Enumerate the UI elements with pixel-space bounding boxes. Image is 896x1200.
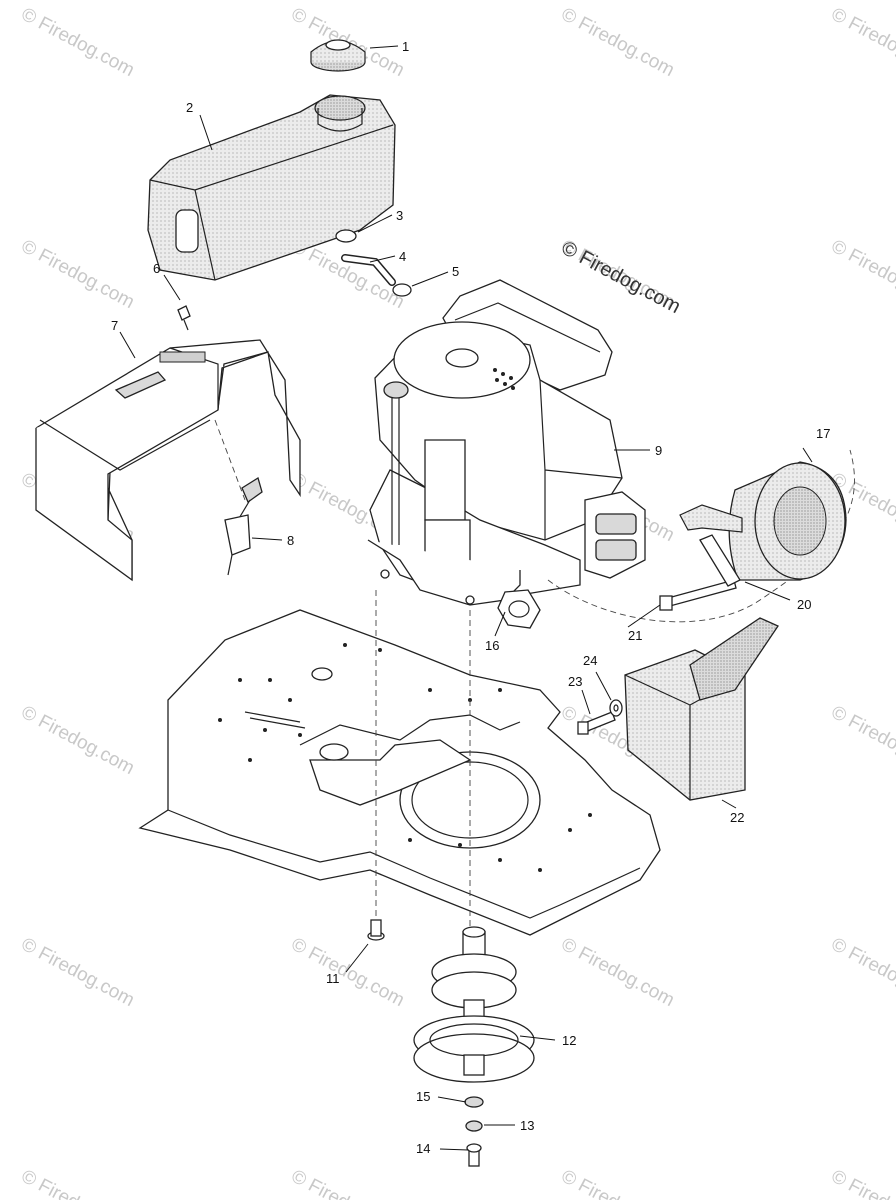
washer-24 xyxy=(609,699,623,717)
dash-panel xyxy=(35,339,301,582)
watermark-tile: © Firedog.com xyxy=(828,702,896,779)
washer-13 xyxy=(465,1120,483,1132)
callout-12: 12 xyxy=(562,1033,576,1048)
engine xyxy=(367,279,646,606)
fuel-tank xyxy=(147,94,396,281)
gasket xyxy=(497,589,541,629)
callout-11: 11 xyxy=(326,971,340,986)
callout-21: 21 xyxy=(628,628,642,643)
watermark-tile: © Firedog.com xyxy=(18,702,138,779)
callout-16: 16 xyxy=(485,638,499,653)
pulley xyxy=(413,926,535,1083)
callout-17: 17 xyxy=(816,426,830,441)
callout-4: 4 xyxy=(399,249,406,264)
watermark-tile: © Firedog.com xyxy=(288,1166,408,1200)
callout-6: 6 xyxy=(153,261,160,276)
firedog-watermark: © Firedog.com xyxy=(558,237,684,318)
heat-shield xyxy=(624,617,779,801)
fuel-line-assembly xyxy=(335,229,412,297)
callout-24: 24 xyxy=(583,653,597,668)
watermark-tile: © Firedog.com xyxy=(558,934,678,1011)
watermark-tile: © Firedog.com xyxy=(558,1166,678,1200)
callout-8: 8 xyxy=(287,533,294,548)
watermark-tile: © Firedog.com xyxy=(828,236,896,313)
mower-deck-plate xyxy=(138,609,661,936)
muffler xyxy=(547,449,855,623)
callout-1: 1 xyxy=(402,39,409,54)
alignment-lines xyxy=(214,419,471,940)
watermark-tile: © Firedog.com xyxy=(558,4,678,81)
fuel-cap xyxy=(310,39,366,72)
watermark-tile: © Firedog.com xyxy=(828,934,896,1011)
callout-15: 15 xyxy=(416,1089,430,1104)
callout-2: 2 xyxy=(186,100,193,115)
deck-bolt-holes xyxy=(218,643,592,872)
watermark-tile: © Firedog.com xyxy=(828,4,896,81)
callout-9: 9 xyxy=(655,443,662,458)
callout-14: 14 xyxy=(416,1141,430,1156)
callout-3: 3 xyxy=(396,208,403,223)
watermark-tile: © Firedog.com xyxy=(18,236,138,313)
callout-5: 5 xyxy=(452,264,459,279)
muffler-bracket xyxy=(699,534,741,587)
shroud-vents xyxy=(493,368,515,390)
callout-23: 23 xyxy=(568,674,582,689)
leader-lines xyxy=(119,45,813,1151)
callout-7: 7 xyxy=(111,318,118,333)
screw-14 xyxy=(466,1143,482,1167)
screw-6 xyxy=(177,305,191,331)
watermark-tile: © Firedog.com xyxy=(828,1166,896,1200)
callout-20: 20 xyxy=(797,597,811,612)
screw-11 xyxy=(367,919,385,941)
watermark-tile: © Firedog.com xyxy=(18,4,138,81)
watermark-tile: © Firedog.com xyxy=(18,934,138,1011)
washer-15 xyxy=(464,1096,484,1108)
callout-labels: 1 2 3 4 5 6 7 8 9 11 12 13 14 15 16 17 2… xyxy=(111,39,830,1156)
watermark-tile: © Firedog.com xyxy=(18,1166,138,1200)
bolt-23 xyxy=(577,711,616,735)
throttle-control xyxy=(224,476,263,576)
callout-13: 13 xyxy=(520,1118,534,1133)
muffler-bolt xyxy=(659,579,737,611)
callout-22: 22 xyxy=(730,810,744,825)
watermark-tile: © Firedog.com xyxy=(288,934,408,1011)
